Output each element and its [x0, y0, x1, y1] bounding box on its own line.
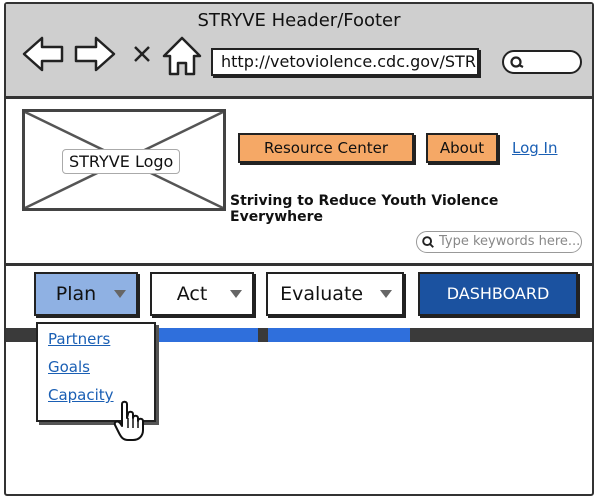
dashboard-button[interactable]: DASHBOARD: [418, 272, 578, 316]
nav-evaluate-label: Evaluate: [280, 283, 364, 305]
nav-act-label: Act: [176, 283, 208, 305]
site-tagline: Striving to Reduce Youth Violence Everyw…: [230, 193, 499, 225]
about-button[interactable]: About: [426, 133, 498, 163]
url-field[interactable]: http://vetoviolence.cdc.gov/STR: [211, 48, 479, 76]
back-arrow-icon[interactable]: [20, 34, 66, 74]
nav-strip-blue: [268, 328, 410, 342]
logo-label: STRYVE Logo: [62, 149, 181, 174]
keyword-search-placeholder: Type keywords here...: [439, 234, 581, 249]
nav-strip-blue: [156, 328, 258, 342]
forward-arrow-icon[interactable]: [72, 34, 118, 74]
browser-window: STRYVE Header/Footer http://vetoviolence…: [4, 2, 594, 496]
logo-placeholder: STRYVE Logo: [22, 109, 226, 211]
nav-strip-dark: [410, 328, 592, 342]
nav-plan-label: Plan: [55, 283, 97, 305]
menu-item-capacity[interactable]: Capacity: [48, 386, 114, 404]
nav-evaluate-dropdown[interactable]: Evaluate: [266, 272, 404, 316]
search-icon: [422, 236, 434, 248]
menu-item-partners[interactable]: Partners: [48, 330, 111, 348]
window-title: STRYVE Header/Footer: [197, 10, 401, 31]
chevron-down-icon: [380, 290, 392, 298]
nav-act-dropdown[interactable]: Act: [150, 272, 254, 316]
resource-center-button[interactable]: Resource Center: [238, 133, 414, 163]
keyword-search-input[interactable]: Type keywords here...: [416, 231, 582, 253]
chevron-down-icon: [114, 290, 126, 298]
plan-dropdown-menu: Partners Goals Capacity: [36, 322, 156, 422]
nav-strip-dark: [258, 328, 268, 342]
browser-search-field[interactable]: [502, 50, 582, 74]
menu-item-goals[interactable]: Goals: [48, 358, 90, 376]
hand-cursor-icon: [113, 400, 144, 441]
nav-plan-dropdown[interactable]: Plan: [34, 272, 138, 316]
chevron-down-icon: [230, 290, 242, 298]
site-header: STRYVE Logo Resource Center About Log In…: [6, 99, 592, 266]
browser-chrome: STRYVE Header/Footer http://vetoviolence…: [6, 4, 592, 99]
home-icon[interactable]: [160, 34, 204, 78]
close-x-icon[interactable]: [130, 42, 154, 66]
search-icon: [510, 56, 524, 68]
log-in-link[interactable]: Log In: [512, 139, 558, 157]
